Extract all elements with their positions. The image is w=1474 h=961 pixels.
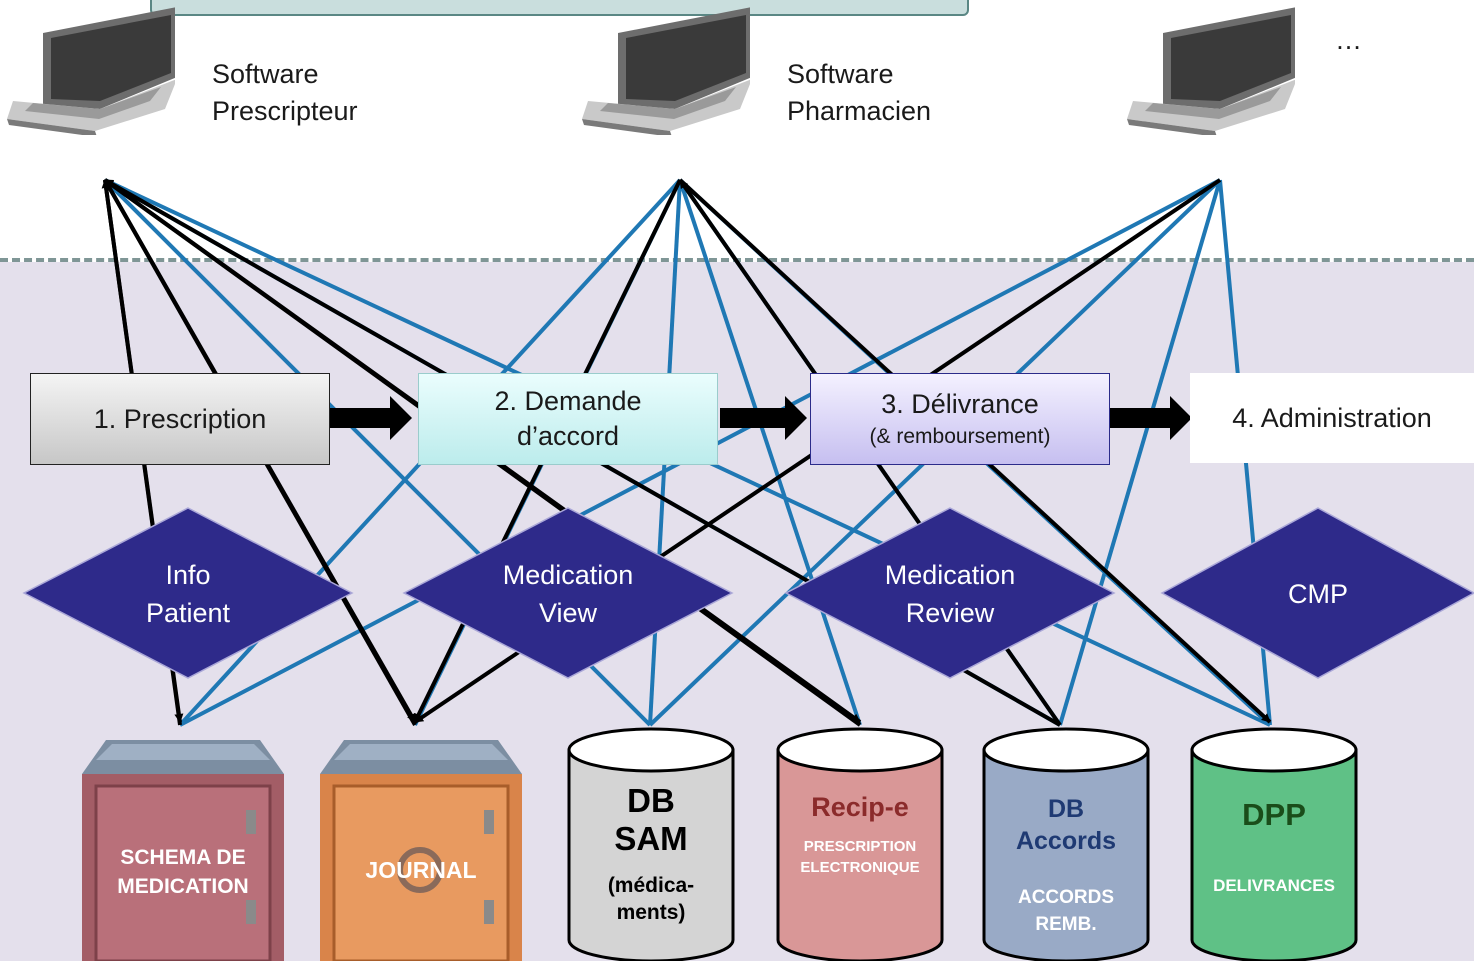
- recipe-title: Recip-e: [811, 792, 909, 822]
- db-sam-title: DB SAM: [614, 782, 688, 857]
- laptop-icon: [7, 7, 175, 135]
- step-prescription-label: 1. Prescription: [93, 403, 267, 434]
- step-prescription: 1. Prescription: [30, 373, 330, 465]
- laptop-icon: [1127, 7, 1295, 135]
- cylinder-accords: [982, 727, 1150, 961]
- medication-review-label: Medication Review: [884, 560, 1016, 628]
- step-administration: 4. Administration: [1190, 373, 1474, 463]
- step-delivrance-sublabel: (& remboursement): [869, 424, 1051, 448]
- cylinder-dpp: [1190, 727, 1358, 961]
- accords-subtitle: ACCORDS REMB.: [1017, 887, 1115, 935]
- safe-icon: [320, 740, 522, 961]
- step-administration-label: 4. Administration: [1232, 402, 1432, 433]
- step-demande-accord: 2. Demande d’accord: [418, 373, 718, 465]
- diamond-cmp: [1160, 507, 1474, 679]
- step-demande-accord-label: 2. Demande d’accord: [494, 386, 642, 451]
- laptop-icon: [582, 7, 750, 135]
- info-patient-label: Info Patient: [145, 560, 231, 628]
- safe-icon: [82, 740, 284, 961]
- step-delivrance: 3. Délivrance (& remboursement): [810, 373, 1110, 465]
- diamond-info-patient: [22, 507, 354, 679]
- dpp-subtitle: DELIVRANCES: [1213, 876, 1335, 895]
- cmp-label: CMP: [1288, 579, 1348, 609]
- software-prescripteur-label: Software Prescripteur: [212, 59, 358, 126]
- cylinder-db-sam: [567, 727, 735, 961]
- top-banner: [150, 0, 969, 16]
- software-pharmacien-label: Software Pharmacien: [787, 59, 932, 126]
- journal-label: JOURNAL: [365, 857, 477, 883]
- software-other-label: …: [1335, 25, 1362, 55]
- step-delivrance-label: 3. Délivrance: [881, 388, 1039, 419]
- schema-medication-label: SCHEMA DE MEDICATION: [117, 846, 249, 898]
- accords-title: DB Accords: [1015, 795, 1117, 855]
- flow-arrows: [328, 396, 1192, 440]
- db-sam-subtitle: (médica- ments): [607, 874, 695, 924]
- medication-view-label: Medication View: [502, 560, 634, 628]
- dpp-title: DPP: [1242, 797, 1306, 832]
- diamond-medication-review: [784, 507, 1116, 679]
- diamond-medication-view: [402, 507, 734, 679]
- recipe-subtitle: PRESCRIPTION ELECTRONIQUE: [800, 838, 920, 876]
